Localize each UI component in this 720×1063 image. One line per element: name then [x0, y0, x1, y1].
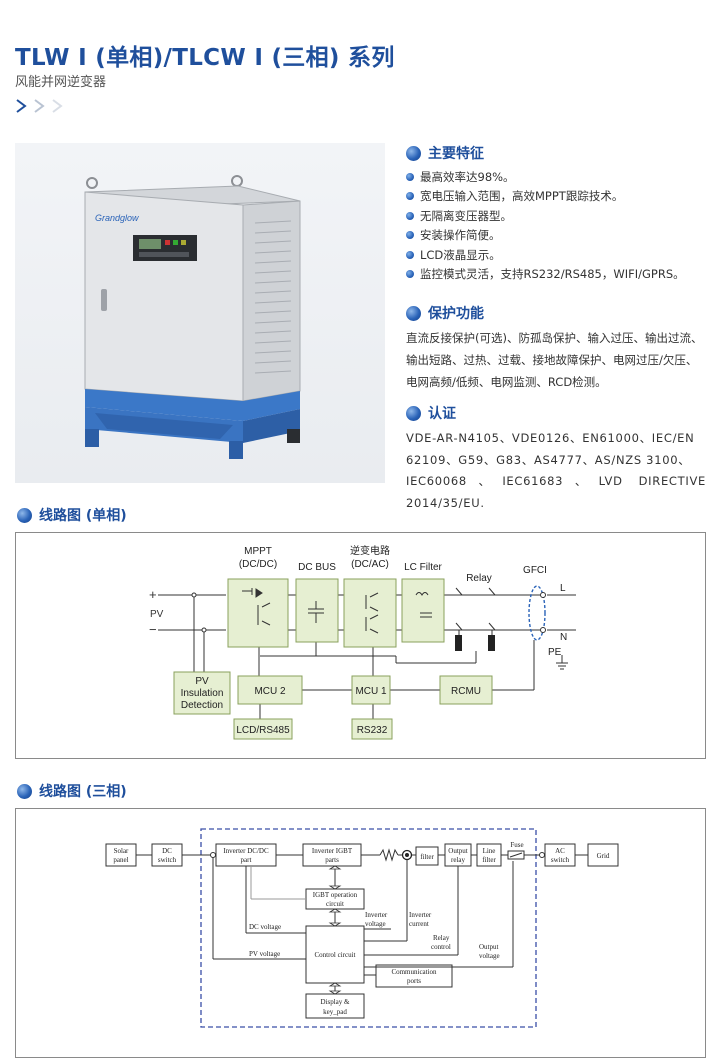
communication-label-2: ports: [407, 977, 421, 985]
list-item: 最高效率达98%。: [406, 167, 706, 187]
bullet-icon: [406, 270, 414, 279]
bullet-icon: [406, 172, 414, 181]
inverter-cabinet-icon: Grandglow: [84, 175, 301, 459]
dc-voltage-label: DC voltage: [249, 923, 281, 931]
pv-voltage-label: PV voltage: [249, 950, 280, 958]
line-filter-label-2: filter: [482, 856, 496, 864]
bullet-icon: [406, 231, 414, 240]
line-filter-label-1: Line: [483, 847, 496, 855]
bullet-ball-icon: [17, 783, 32, 799]
page-subtitle: 风能并网逆变器: [15, 75, 107, 90]
three-phase-heading: 线路图 (三相): [17, 781, 127, 801]
single-phase-heading: 线路图 (单相): [17, 505, 127, 525]
ac-switch-label-2: switch: [551, 856, 570, 864]
n-label: N: [560, 632, 567, 643]
inverter-igbt-label-1: Inverter IGBT: [312, 847, 353, 855]
grid-label: Grid: [597, 852, 610, 860]
rs232-label: RS232: [357, 725, 388, 736]
output-relay-label-1: Output: [448, 847, 468, 855]
ac-switch-label-1: AC: [555, 847, 565, 855]
mppt-sub-label: (DC/DC): [239, 559, 277, 570]
brand-logo: Grandglow: [95, 213, 139, 223]
solar-panel-label-2: panel: [113, 856, 128, 864]
inverter-dcdc-label-2: part: [241, 856, 252, 864]
bullet-icon: [406, 250, 414, 259]
features-list: 最高效率达98%。 宽电压输入范围，高效MPPT跟踪技术。 无隔离变压器型。 安…: [406, 167, 706, 284]
list-item: 监控模式灵活，支持RS232/RS485，WIFI/GPRS。: [406, 265, 706, 285]
output-voltage-label-2: voltage: [479, 952, 500, 960]
lcfilter-label: LC Filter: [404, 562, 442, 573]
protection-heading: 保护功能: [406, 303, 484, 323]
inverter-voltage-label-1: Inverter: [365, 911, 388, 919]
pv-insulation-label-1: PV: [195, 676, 209, 687]
single-phase-diagram: + − PV: [15, 532, 706, 759]
single-phase-circuit: + − PV: [149, 544, 576, 740]
three-phase-circuit: Solar panel DC switch Inverter DC/DC par…: [105, 828, 619, 1028]
inverter-igbt-label-2: parts: [325, 856, 339, 864]
product-photo: Grandglow: [15, 143, 385, 483]
communication-label-1: Communication: [391, 968, 437, 976]
page-title: TLW I (单相)/TLCW I (三相) 系列: [15, 45, 395, 71]
features-heading: 主要特征: [406, 143, 484, 163]
inverter-current-label-2: current: [409, 920, 429, 928]
control-circuit-label: Control circuit: [314, 951, 355, 959]
pv-insulation-label-3: Detection: [181, 700, 223, 711]
relay-control-label-2: control: [431, 943, 451, 951]
display-label-1: Display &: [321, 998, 351, 1006]
bullet-ball-icon: [406, 305, 421, 321]
rcmu-label: RCMU: [451, 686, 481, 697]
dcbus-label: DC BUS: [298, 562, 336, 573]
bullet-ball-icon: [17, 507, 32, 523]
bullet-icon: [406, 211, 414, 220]
filter-label: filter: [420, 853, 434, 861]
l-label: L: [560, 583, 566, 594]
bullet-ball-icon: [406, 145, 421, 161]
output-voltage-label-1: Output: [479, 943, 499, 951]
list-item: 安装操作简便。: [406, 226, 706, 246]
inverter-dcdc-label-1: Inverter DC/DC: [223, 847, 269, 855]
gfci-label: GFCI: [523, 565, 547, 576]
three-phase-diagram: Solar panel DC switch Inverter DC/DC par…: [15, 808, 706, 1058]
mppt-label: MPPT: [244, 546, 272, 557]
dc-switch-label-2: switch: [158, 856, 177, 864]
igbt-operation-label-1: IGBT operation: [313, 891, 358, 899]
bullet-ball-icon: [406, 405, 421, 421]
protection-text: 直流反接保护(可选)、防孤岛保护、输入过压、输出过流、 输出短路、过热、过载、接…: [406, 331, 703, 389]
bullet-icon: [406, 192, 414, 201]
mcu2-label: MCU 2: [254, 686, 286, 697]
list-item: 宽电压输入范围，高效MPPT跟踪技术。: [406, 187, 706, 207]
list-item: LCD液晶显示。: [406, 245, 706, 265]
pv-plus-label: +: [149, 587, 157, 602]
pv-label: PV: [150, 609, 164, 620]
pv-minus-label: −: [149, 622, 157, 637]
inverter-current-label-1: Inverter: [409, 911, 432, 919]
fuse-label: Fuse: [510, 841, 523, 849]
pv-insulation-label-2: Insulation: [181, 688, 224, 699]
list-item: 无隔离变压器型。: [406, 206, 706, 226]
relay-label: Relay: [466, 573, 492, 584]
igbt-operation-label-2: circuit: [326, 900, 344, 908]
mcu1-label: MCU 1: [355, 686, 387, 697]
inverter-sub-label: (DC/AC): [351, 559, 389, 570]
relay-control-label-1: Relay: [433, 934, 450, 942]
pe-label: PE: [548, 647, 562, 658]
certification-heading: 认证: [406, 403, 456, 423]
solar-panel-label-1: Solar: [114, 847, 129, 855]
certification-text: VDE-AR-N4105、VDE0126、EN61000、IEC/EN 6210…: [406, 431, 706, 510]
display-label-2: key_pad: [323, 1008, 347, 1016]
dc-switch-label-1: DC: [162, 847, 172, 855]
inverter-label: 逆变电路: [350, 544, 390, 557]
lcd-rs485-label: LCD/RS485: [236, 725, 290, 736]
output-relay-label-2: relay: [451, 856, 465, 864]
chevron-decoration-icon: [16, 99, 63, 113]
inverter-voltage-label-2: voltage: [365, 920, 386, 928]
